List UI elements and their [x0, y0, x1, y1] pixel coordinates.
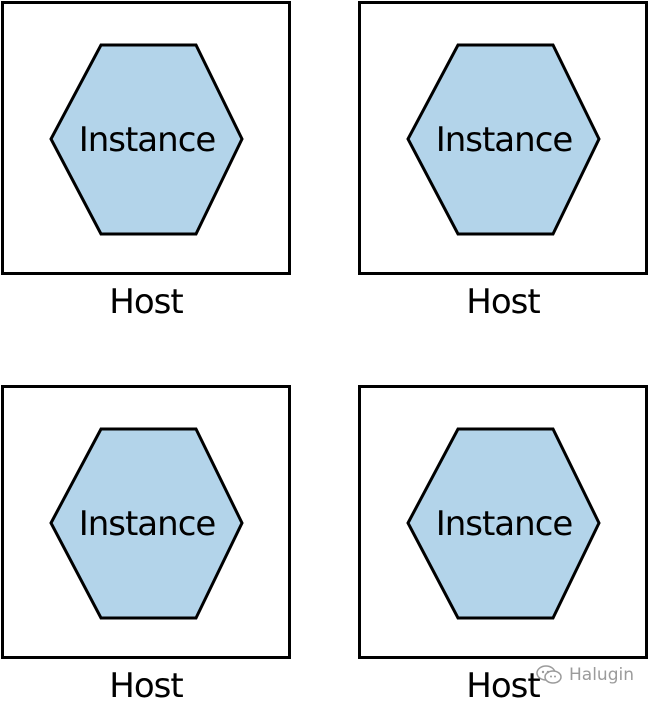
wechat-icon: [536, 665, 562, 684]
host-label: Host: [109, 282, 183, 322]
watermark-text: Halugin: [569, 665, 634, 685]
host-canvas: Instance: [49, 43, 244, 236]
instance-label: Instance: [436, 504, 573, 544]
instance-hexagon: [49, 427, 244, 620]
host-label: Host: [466, 282, 540, 322]
host-canvas: Instance: [49, 427, 244, 620]
host-box: Instance: [1, 385, 291, 659]
instance-label: Instance: [436, 120, 573, 160]
instance-label: Instance: [79, 504, 216, 544]
host-box: Instance: [1, 1, 291, 275]
watermark: Halugin: [535, 664, 634, 686]
instance-hexagon: [406, 427, 601, 620]
host-canvas: Instance: [406, 427, 601, 620]
host-box: Instance: [358, 385, 648, 659]
host-label: Host: [109, 666, 183, 706]
instance-hexagon: [49, 43, 244, 236]
host-label: Host: [466, 666, 540, 706]
instance-hexagon: [406, 43, 601, 236]
instance-label: Instance: [79, 120, 216, 160]
host-canvas: Instance: [406, 43, 601, 236]
host-box: Instance: [358, 1, 648, 275]
